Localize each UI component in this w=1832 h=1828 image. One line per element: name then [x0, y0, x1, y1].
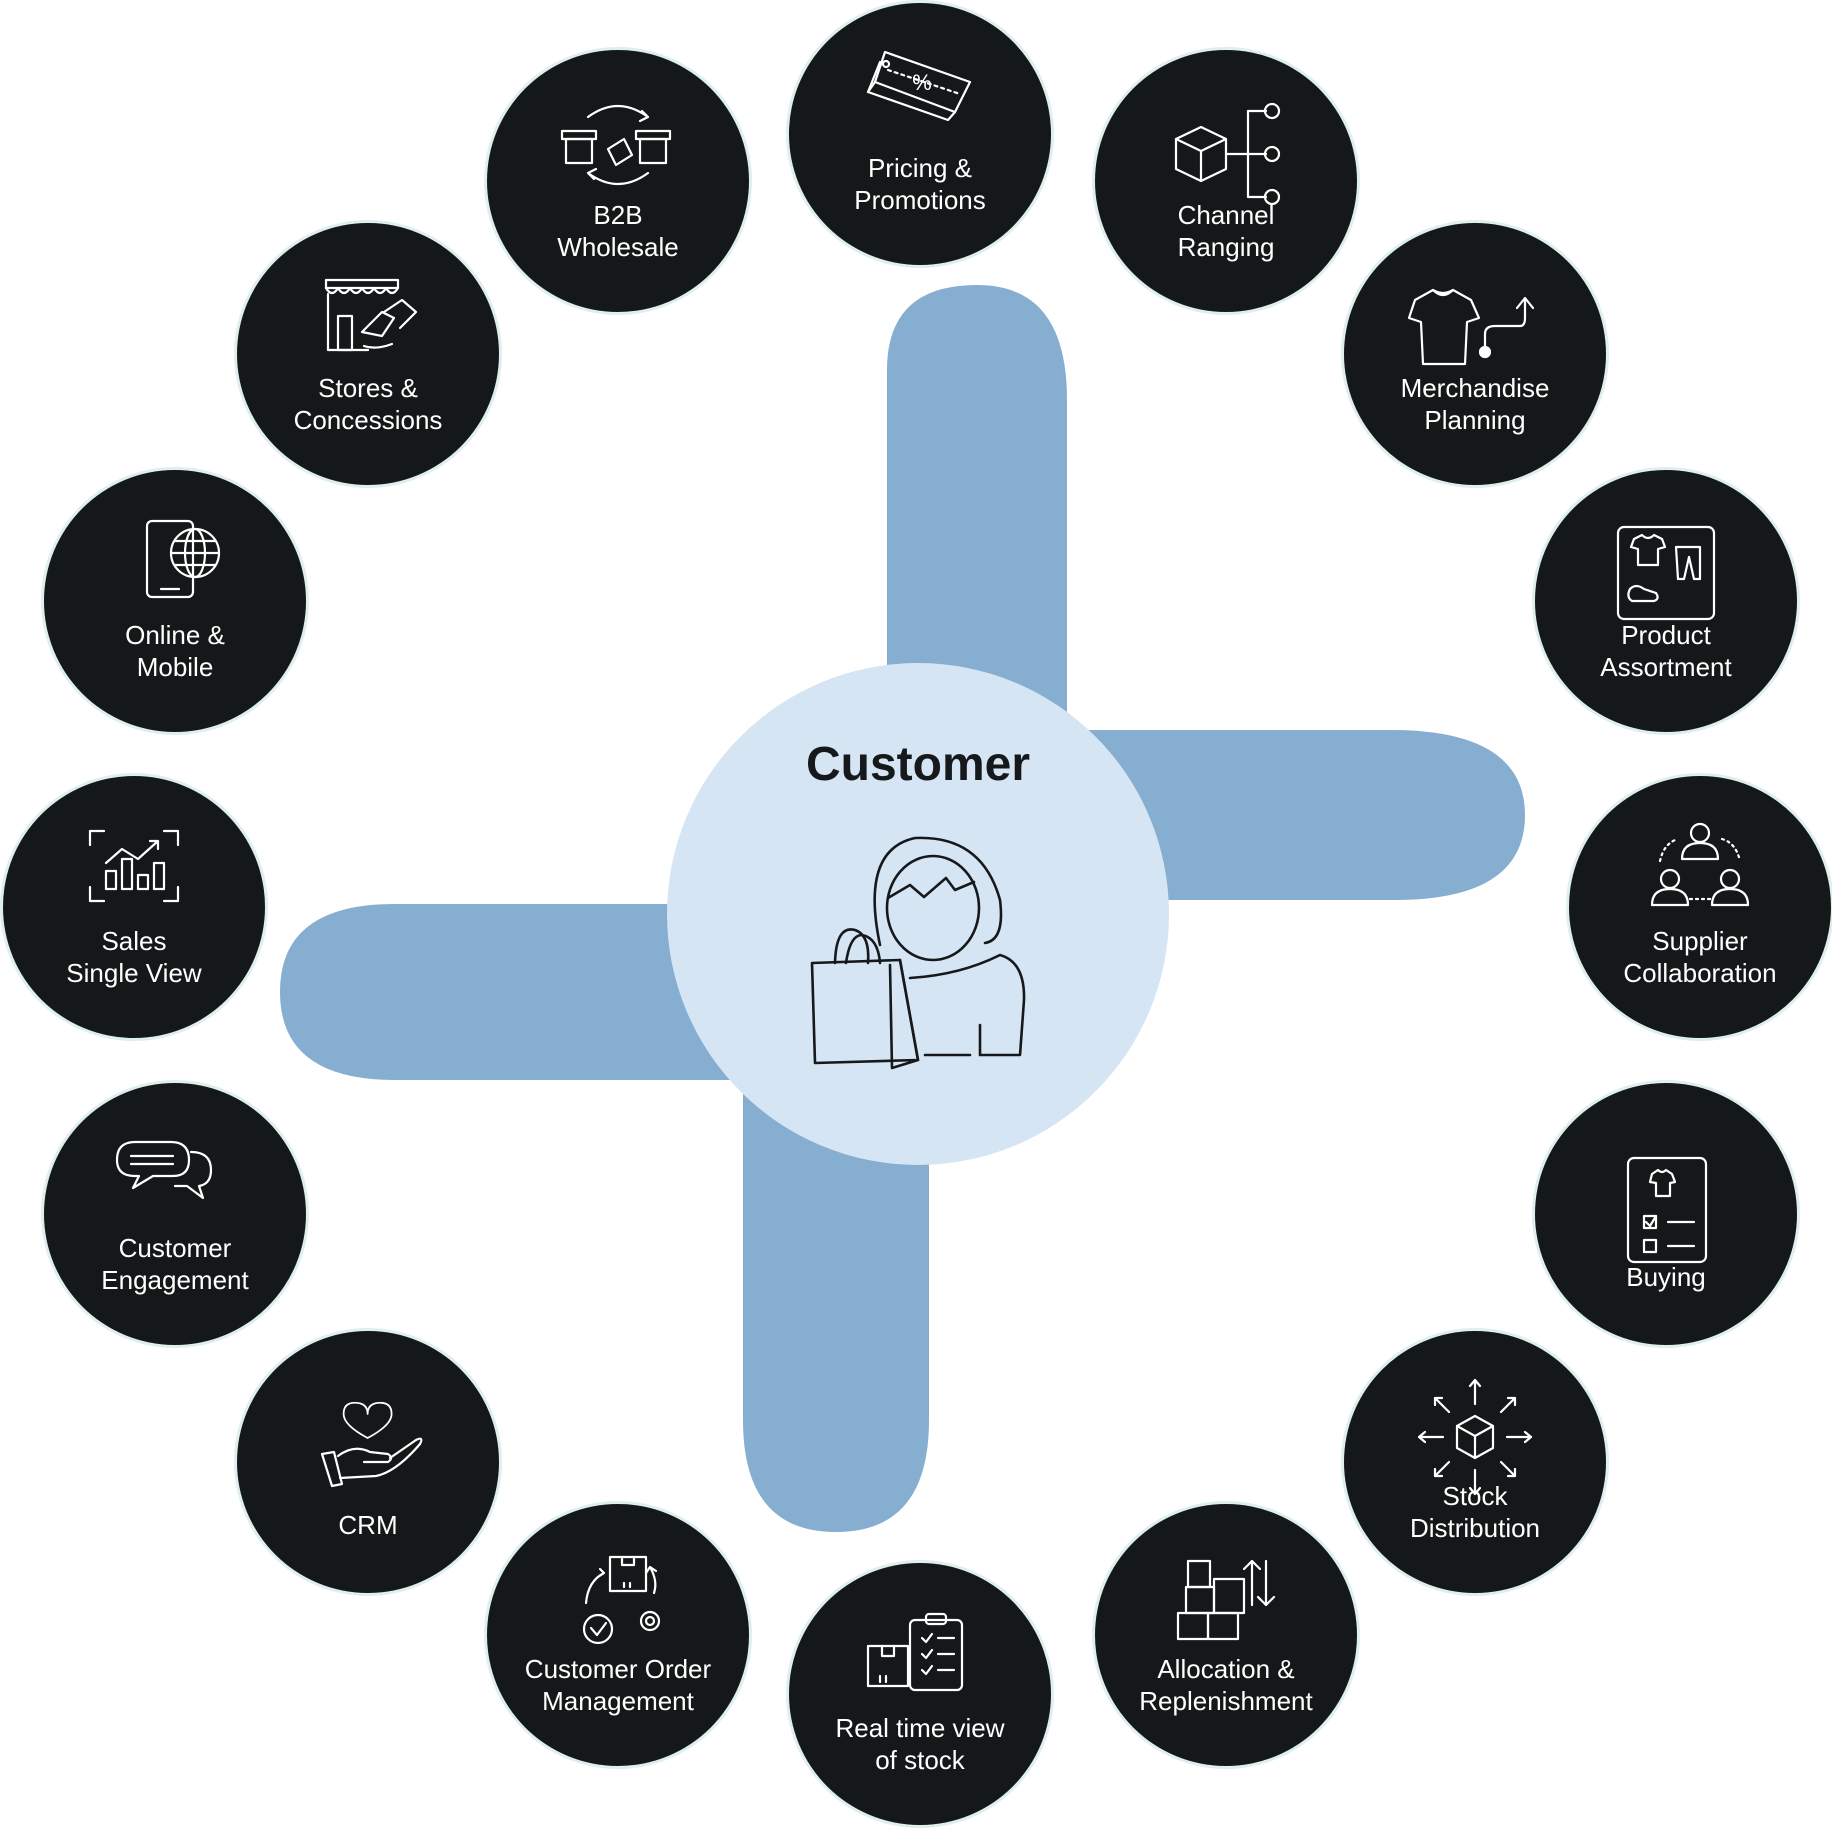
- node-pricing: % Pricing &Promotions: [786, 0, 1054, 268]
- center-circle: [667, 663, 1169, 1165]
- customer-with-shopping-bag-icon: [810, 836, 1026, 1070]
- node-label-line: Planning: [1424, 405, 1525, 435]
- node-label-line: Mobile: [137, 652, 214, 682]
- center-title: Customer: [806, 738, 1030, 791]
- node-label-line: CRM: [338, 1510, 397, 1540]
- node-label-line: B2B: [593, 200, 642, 230]
- checklist-tshirt-icon: [1626, 1156, 1708, 1264]
- node-label-line: Merchandise: [1401, 373, 1550, 403]
- box-hierarchy-icon: [1174, 102, 1281, 206]
- order-cycle-icon: [582, 1555, 661, 1645]
- node-label-line: Promotions: [854, 185, 986, 215]
- phone-globe-icon: [145, 519, 221, 599]
- node-label-line: Channel: [1178, 200, 1275, 230]
- node-circle: [1095, 1504, 1357, 1766]
- node-label-line: Stock: [1442, 1481, 1508, 1511]
- node-buying: Buying: [1532, 1080, 1800, 1348]
- node-label-line: Sales: [101, 926, 166, 956]
- chat-bubbles-icon: [115, 1140, 213, 1200]
- node-label-line: Pricing &: [868, 153, 972, 183]
- heart-hand-icon: [320, 1401, 423, 1488]
- node-label-line: Real time view: [835, 1713, 1004, 1743]
- node-circle: [1344, 1331, 1606, 1593]
- node-label-line: Collaboration: [1623, 958, 1776, 988]
- node-label-line: Engagement: [101, 1265, 249, 1295]
- node-label-line: Ranging: [1178, 232, 1275, 262]
- people-network-icon: [1650, 822, 1750, 907]
- node-circle: [237, 223, 499, 485]
- node-label-line: Buying: [1626, 1262, 1706, 1292]
- node-circle: [487, 1504, 749, 1766]
- node-label-line: Single View: [66, 958, 202, 988]
- node-label-line: Concessions: [294, 405, 443, 435]
- stacked-boxes-arrows-icon: [1176, 1559, 1276, 1641]
- svg-text:%: %: [912, 70, 932, 95]
- node-circle: [44, 470, 306, 732]
- node-circle: [789, 3, 1051, 265]
- node-label-line: Distribution: [1410, 1513, 1540, 1543]
- box-clipboard-icon: [866, 1612, 964, 1692]
- node-circle: [1344, 223, 1606, 485]
- node-circle: [1095, 50, 1357, 312]
- node-label-line: Allocation &: [1157, 1654, 1294, 1684]
- node-label-line: Product: [1621, 620, 1711, 650]
- cross-arm-right: [1080, 730, 1525, 900]
- node-label-line: of stock: [875, 1745, 966, 1775]
- node-label-line: Stores &: [318, 373, 418, 403]
- node-crm: CRM: [234, 1328, 502, 1596]
- node-label-line: Replenishment: [1139, 1686, 1313, 1716]
- node-circle: [1535, 1083, 1797, 1345]
- bar-chart-frame-icon: [88, 829, 180, 903]
- cross-arm-left: [280, 904, 750, 1080]
- node-label-line: Customer Order: [525, 1654, 712, 1684]
- node-circle: [3, 776, 265, 1038]
- node-circle: [487, 50, 749, 312]
- node-online: Online &Mobile: [41, 467, 309, 735]
- clothing-grid-icon: [1616, 525, 1716, 621]
- node-label-line: Assortment: [1600, 652, 1732, 682]
- node-circle: [1535, 470, 1797, 732]
- node-label-line: Management: [542, 1686, 695, 1716]
- box-arrows-out-icon: [1417, 1378, 1533, 1496]
- node-label-line: Online &: [125, 620, 225, 650]
- tshirt-arrow-icon: [1407, 288, 1535, 366]
- node-allocation: Allocation &Replenishment: [1092, 1501, 1360, 1769]
- storefront-icon: [324, 278, 418, 352]
- node-stores: Stores &Concessions: [234, 220, 502, 488]
- node-label-line: Supplier: [1652, 926, 1748, 956]
- price-tag-percent-icon: %: [866, 50, 972, 122]
- node-circle: [1569, 776, 1831, 1038]
- stores-exchange-icon: [560, 105, 672, 185]
- node-label-line: Wholesale: [557, 232, 678, 262]
- node-circle: [789, 1563, 1051, 1825]
- node-label-line: Customer: [119, 1233, 232, 1263]
- center-node: Customer: [667, 663, 1169, 1165]
- node-circle: [44, 1083, 306, 1345]
